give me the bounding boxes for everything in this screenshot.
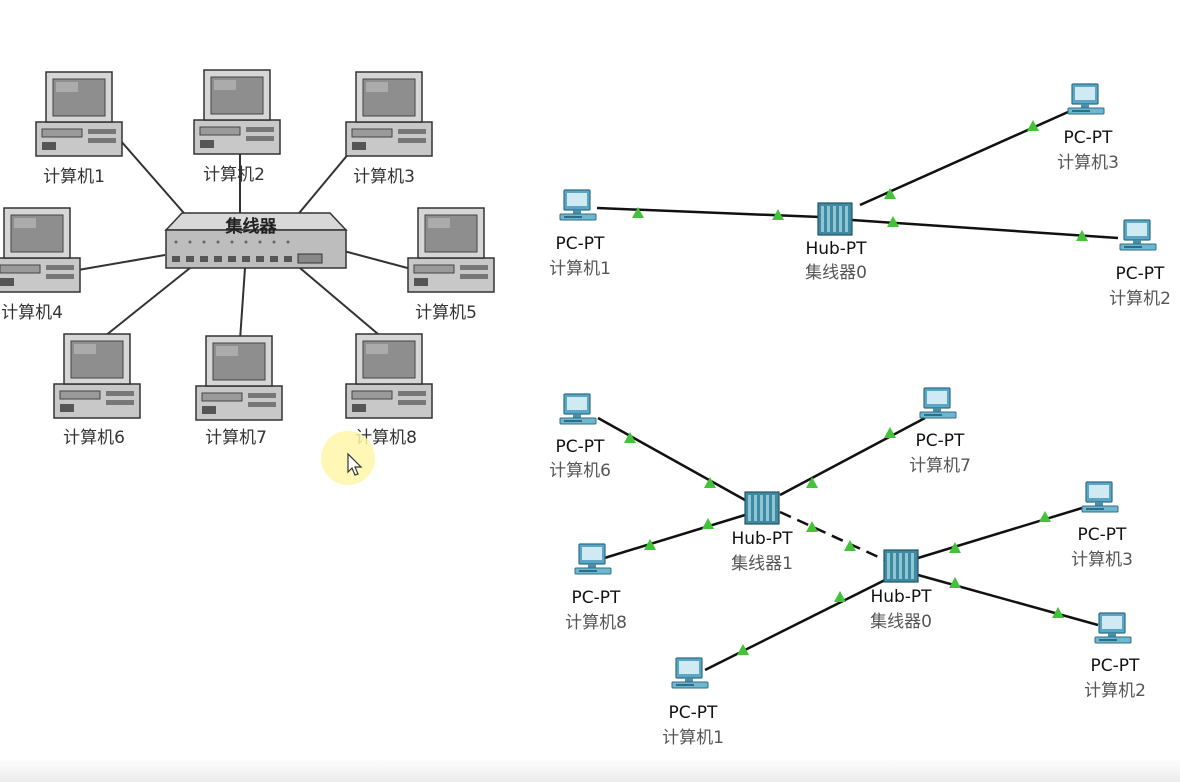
hub-label: 集线器 <box>225 216 278 237</box>
hub-1-bottom[interactable]: Hub-PT 集线器1 <box>731 491 793 574</box>
cable-c1-hub <box>119 139 191 221</box>
device-type-label: PC-PT <box>1116 264 1166 284</box>
device-type-label: PC-PT <box>916 431 966 451</box>
computer-3: 计算机3 <box>345 71 433 187</box>
cable-c8-hub <box>299 267 386 341</box>
computer-8: 计算机8 <box>345 333 433 448</box>
computer-label: 计算机4 <box>1 303 63 323</box>
cable-c4-hub <box>77 254 166 271</box>
link-b8-hub1 <box>597 513 746 562</box>
device-type-label: PC-PT <box>572 588 622 608</box>
device-type-label: Hub-PT <box>805 239 867 259</box>
pc-2-bottom[interactable]: PC-PT 计算机2 <box>1084 612 1146 701</box>
link-b7-hub1 <box>779 416 926 497</box>
device-name-label: 计算机2 <box>1084 681 1146 701</box>
device-type-label: Hub-PT <box>870 587 932 607</box>
computer-label: 计算机2 <box>203 165 265 185</box>
device-type-label: PC-PT <box>556 437 606 457</box>
device-name-label: 集线器1 <box>731 554 793 574</box>
device-type-label: PC-PT <box>1078 525 1128 545</box>
computer-label: 计算机5 <box>415 303 477 323</box>
device-name-label: 计算机8 <box>565 613 627 633</box>
hub-0-bottom[interactable]: Hub-PT 集线器0 <box>870 549 932 632</box>
left-star-diagram: 集线器 计算机1 计算机2 计算机3 计算机4 计算机5 计算机6 <box>0 69 495 485</box>
pc-3-top[interactable]: PC-PT 计算机3 <box>1057 83 1119 173</box>
computer-label: 计算机6 <box>63 428 125 448</box>
link-b2-hub0 <box>917 573 1099 627</box>
computer-2: 计算机2 <box>193 69 281 185</box>
link-b6-hub1 <box>597 416 746 502</box>
pc-2-top[interactable]: PC-PT 计算机2 <box>1109 219 1171 309</box>
device-type-label: PC-PT <box>1091 656 1141 676</box>
computer-5: 计算机5 <box>407 207 495 323</box>
device-type-label: PC-PT <box>556 234 606 254</box>
computer-7: 计算机7 <box>195 335 283 448</box>
device-name-label: 计算机2 <box>1109 289 1171 309</box>
cable-c7-hub <box>239 267 246 341</box>
bottom-edge-shade <box>0 758 1180 782</box>
computer-label: 计算机7 <box>205 428 267 448</box>
bottom-right-topology: Hub-PT 集线器1 Hub-PT 集线器0 PC-PT 计算机6 PC-PT… <box>549 387 1146 748</box>
pc-1-bottom[interactable]: PC-PT 计算机1 <box>662 657 724 748</box>
link-t1-hub <box>596 206 821 219</box>
device-type-label: PC-PT <box>1064 128 1114 148</box>
device-type-label: Hub-PT <box>731 529 793 549</box>
computer-4: 计算机4 <box>0 207 81 323</box>
pc-8-bottom[interactable]: PC-PT 计算机8 <box>565 543 627 633</box>
device-type-label: PC-PT <box>669 703 719 723</box>
pc-6-bottom[interactable]: PC-PT 计算机6 <box>549 393 611 481</box>
device-name-label: 计算机7 <box>909 456 971 476</box>
computer-1: 计算机1 <box>35 71 123 187</box>
computer-label: 计算机8 <box>355 428 417 448</box>
device-name-label: 计算机1 <box>549 259 611 279</box>
device-name-label: 计算机6 <box>549 461 611 481</box>
device-name-label: 计算机3 <box>1071 550 1133 570</box>
link-b1-hub0 <box>704 578 886 672</box>
cable-c6-hub <box>99 267 191 341</box>
link-b3-hub0 <box>917 506 1083 560</box>
link-hub1-hub0 <box>779 510 886 562</box>
hub-0-top[interactable]: Hub-PT 集线器0 <box>805 202 867 283</box>
computer-6: 计算机6 <box>53 333 141 448</box>
pc-1-top[interactable]: PC-PT 计算机1 <box>549 189 611 279</box>
computer-label: 计算机1 <box>43 167 105 187</box>
pc-7-bottom[interactable]: PC-PT 计算机7 <box>909 387 971 476</box>
pc-3-bottom[interactable]: PC-PT 计算机3 <box>1071 481 1133 570</box>
computer-label: 计算机3 <box>353 167 415 187</box>
device-name-label: 计算机1 <box>662 728 724 748</box>
device-name-label: 集线器0 <box>805 263 867 283</box>
cable-c5-hub <box>339 249 416 271</box>
device-name-label: 集线器0 <box>870 612 932 632</box>
mouse-cursor-icon <box>347 452 363 476</box>
port-indicators <box>632 120 1088 241</box>
top-right-topology: Hub-PT 集线器0 PC-PT 计算机1 PC-PT 计算机3 PC-PT … <box>549 83 1171 309</box>
hub-device: 集线器 <box>164 212 348 269</box>
device-name-label: 计算机3 <box>1057 153 1119 173</box>
